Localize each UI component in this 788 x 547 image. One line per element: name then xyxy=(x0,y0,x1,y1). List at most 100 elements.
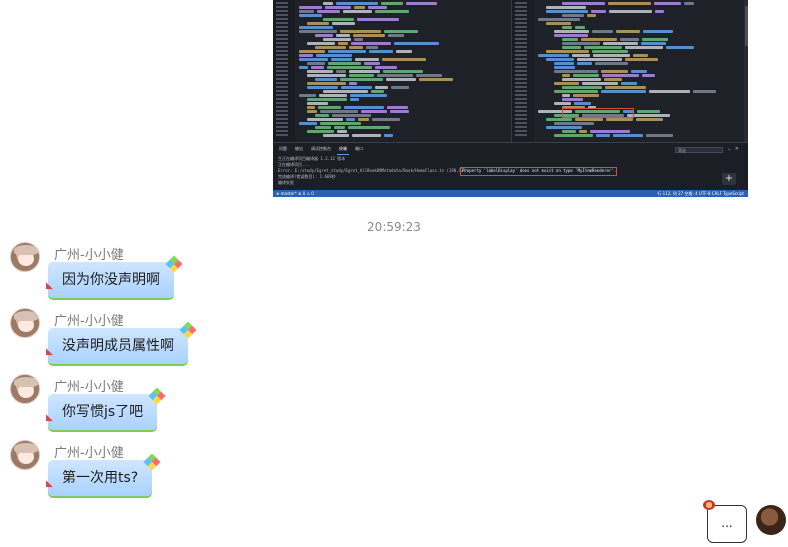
status-right[interactable]: 行 112, 列 27 空格: 4 UTF-8 CRLF TypeScript xyxy=(657,191,744,196)
code-token xyxy=(343,10,372,13)
code-token xyxy=(382,58,426,61)
code-token xyxy=(332,114,371,117)
panel-tab-terminal[interactable]: 终端 xyxy=(337,145,349,155)
code-token xyxy=(562,106,585,109)
panel-tab-debug[interactable]: 调试控制台 xyxy=(311,146,331,151)
line-number xyxy=(515,50,527,52)
chat-message: 广州-小小健 你写惯js了吧 ◣ xyxy=(0,374,300,436)
code-token xyxy=(546,126,582,129)
panel-tab-output[interactable]: 输出 xyxy=(295,146,303,151)
panel-actions[interactable]: ⌄ ✕ xyxy=(727,146,740,152)
line-number xyxy=(276,34,288,36)
code-token xyxy=(406,2,437,5)
code-token xyxy=(606,118,633,121)
code-token xyxy=(538,110,572,113)
code-token xyxy=(591,10,606,13)
code-token xyxy=(381,2,403,5)
code-token xyxy=(631,70,647,73)
code-token xyxy=(595,62,628,65)
line-number xyxy=(515,106,527,108)
code-token xyxy=(371,90,384,93)
chevron-icon[interactable]: ⌄ xyxy=(727,146,733,152)
code-token xyxy=(601,90,646,93)
code-token xyxy=(357,18,399,21)
kite-icon xyxy=(179,321,197,339)
code-token xyxy=(649,90,690,93)
code-token xyxy=(369,50,393,53)
self-avatar[interactable] xyxy=(756,505,786,535)
code-token xyxy=(562,38,578,41)
line-number xyxy=(515,26,527,28)
message-bubble[interactable]: 因为你没声明啊 ◣ xyxy=(46,255,183,298)
line-number xyxy=(515,78,527,80)
close-icon[interactable]: ✕ xyxy=(734,146,740,152)
code-token xyxy=(621,82,637,85)
code-token xyxy=(554,122,594,125)
line-number xyxy=(276,130,288,132)
line-number xyxy=(515,130,527,132)
code-token xyxy=(416,74,442,77)
code-token xyxy=(609,10,652,13)
line-number xyxy=(515,66,527,68)
status-left[interactable]: ⊗ master* ⊗ 0 ⚠ 0 xyxy=(276,191,314,196)
editor-scrollbar[interactable] xyxy=(744,0,748,142)
message-bubble[interactable]: 没声明成员属性啊 ◣ xyxy=(46,321,197,364)
code-token xyxy=(320,110,358,113)
kite-icon xyxy=(148,387,166,405)
avatar[interactable] xyxy=(10,374,40,404)
line-number xyxy=(276,122,288,124)
code-token xyxy=(562,14,584,17)
code-token xyxy=(344,106,384,109)
code-token xyxy=(375,66,397,69)
code-token xyxy=(299,54,313,57)
code-token xyxy=(562,86,602,89)
code-token xyxy=(642,74,655,77)
line-number xyxy=(276,110,288,112)
panel-tab-ports[interactable]: 端口 xyxy=(355,146,363,151)
panel-tab-problems[interactable]: 问题 xyxy=(279,146,287,151)
message-bubble[interactable]: 第一次用ts? ◣ xyxy=(46,453,161,496)
code-token xyxy=(350,94,387,97)
shared-ide-screenshot[interactable]: 问题 输出 调试控制台 终端 端口 筛选 ⌄ ✕ 生正在编译项目编译器 1.2.… xyxy=(273,0,748,197)
code-token xyxy=(575,26,585,29)
add-terminal-icon[interactable]: + xyxy=(722,173,736,185)
sender-name: 广州-小小健 xyxy=(54,314,124,329)
terminal-line: 正在编译项目... xyxy=(278,162,310,167)
status-bar: ⊗ master* ⊗ 0 ⚠ 0 行 112, 列 27 空格: 4 UTF-… xyxy=(273,190,748,197)
avatar[interactable] xyxy=(10,242,40,272)
code-token xyxy=(349,82,357,85)
code-token xyxy=(299,50,325,53)
code-token xyxy=(307,42,335,45)
line-number xyxy=(515,2,527,4)
line-number xyxy=(515,114,527,116)
line-number xyxy=(276,26,288,28)
code-token xyxy=(388,34,404,37)
code-token xyxy=(562,42,600,45)
code-token xyxy=(307,22,329,25)
code-token xyxy=(299,122,317,125)
filter-input[interactable]: 筛选 xyxy=(675,147,723,153)
line-number xyxy=(276,46,288,48)
chat-message: 广州-小小健 没声明成员属性啊 ◣ xyxy=(0,308,300,370)
code-token xyxy=(623,110,634,113)
line-number xyxy=(276,54,288,56)
code-token xyxy=(384,134,393,137)
code-token xyxy=(323,38,351,41)
line-number xyxy=(276,86,288,88)
code-token xyxy=(554,102,571,105)
line-number xyxy=(515,34,527,36)
code-token xyxy=(596,134,610,137)
line-number xyxy=(276,94,288,96)
avatar[interactable] xyxy=(10,440,40,470)
avatar[interactable] xyxy=(10,308,40,338)
code-token xyxy=(546,50,589,53)
code-token xyxy=(307,86,338,89)
line-number xyxy=(515,54,527,56)
message-timestamp: 20:59:23 xyxy=(367,220,421,234)
code-token xyxy=(572,54,590,57)
message-bubble[interactable]: 你写惯js了吧 ◣ xyxy=(46,387,166,430)
terminal-line: Error: E:/study/Egret_study/Egret_AllBoo… xyxy=(278,168,469,173)
code-token xyxy=(354,38,363,41)
code-token xyxy=(573,74,599,77)
code-highlight-box xyxy=(562,108,634,118)
